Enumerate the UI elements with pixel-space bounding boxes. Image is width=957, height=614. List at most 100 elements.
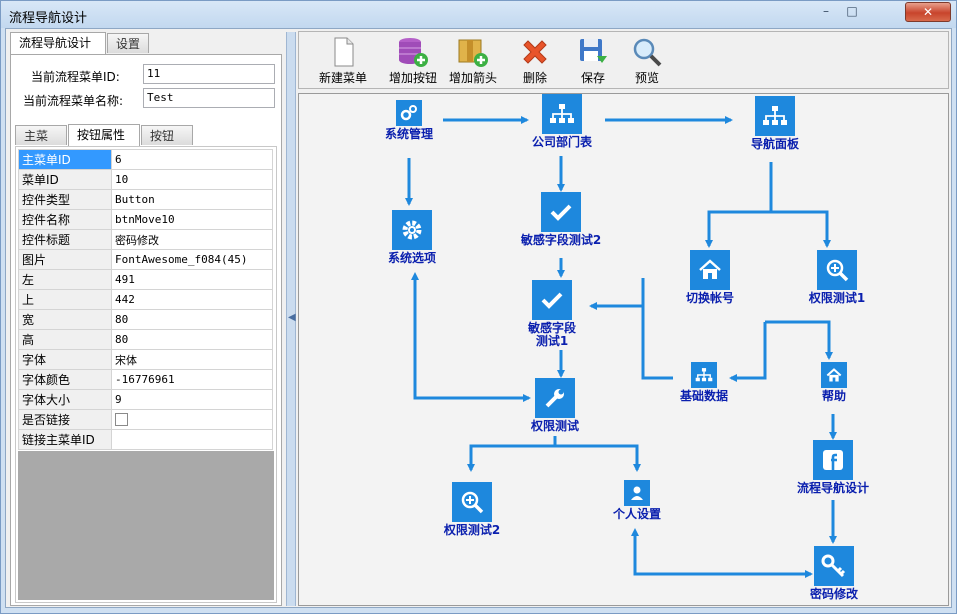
node-switch-account[interactable]: 切换帐号 [677,250,743,305]
cogs-icon [396,100,422,126]
property-row[interactable]: 链接主菜单ID [18,429,273,450]
node-sensitive2-label: 敏感字段测试2 [520,233,602,247]
property-value[interactable]: 442 [111,289,273,310]
property-key: 主菜单ID [18,149,112,170]
top-tabbar: 流程导航设计 设置 [10,32,282,55]
add-arrow-label: 增加箭头 [448,71,497,85]
tab-button-table[interactable]: 按钮表 [141,125,193,163]
tab-flow-design[interactable]: 流程导航设计 [10,32,106,54]
property-value[interactable]: btnMove10 [111,209,273,230]
property-key: 控件标题 [18,229,112,250]
property-row[interactable]: 控件标题密码修改 [18,229,273,250]
user-icon [624,480,650,506]
sitemap-icon [542,94,582,134]
property-row[interactable]: 字体宋体 [18,349,273,370]
property-value[interactable]: 密码修改 [111,229,273,250]
property-value[interactable]: 491 [111,269,273,290]
node-personal-label: 个人设置 [612,507,661,521]
is-link-checkbox[interactable] [115,413,128,427]
node-switch-account-label: 切换帐号 [685,291,734,305]
save-button[interactable]: 保存 [561,36,625,86]
wrench-icon [535,378,575,418]
arrow-switch-to-sens1 [589,278,645,310]
node-personal[interactable]: 个人设置 [609,480,665,521]
tab-settings[interactable]: 设置 [107,33,149,53]
property-key: 图片 [18,249,112,270]
node-nav-panel[interactable]: 导航面板 [739,96,811,151]
property-value[interactable]: 宋体 [111,349,273,370]
arrow-switch-to-basic [641,306,673,380]
minimize-button[interactable]: – [823,4,829,18]
zoom-in-icon [452,482,492,522]
box-add-icon [458,39,488,67]
preview-button[interactable]: 预览 [615,36,679,86]
arrow-perm-to-personal [555,444,641,472]
property-row[interactable]: 是否链接 [18,409,273,430]
sitemap-icon [691,362,717,388]
node-sys-options[interactable]: 系统选项 [381,210,443,265]
node-sensitive1[interactable]: 敏感字段 测试1 [521,280,583,348]
arrow-nav-to-perm1 [771,210,831,248]
splitter[interactable]: ◀ [286,32,296,606]
add-button-button[interactable]: 增加按钮 [381,36,445,86]
arrow-personal-to-pwd [631,528,813,578]
home-icon [690,250,730,290]
property-value[interactable]: 80 [111,329,273,350]
node-sensitive2[interactable]: 敏感字段测试2 [511,192,611,247]
tab-button-props[interactable]: 按钮属性 [68,124,140,146]
property-value[interactable]: Button [111,189,273,210]
cog-icon [392,210,432,250]
property-key: 字体颜色 [18,369,112,390]
sub-tabbar: 主菜单 按钮属性 按钮表 [15,124,277,163]
new-menu-button[interactable]: 新建菜单 [311,36,375,86]
node-pwd-change-label: 密码修改 [809,587,858,601]
arrow-perm1-to-basic [729,322,767,382]
collapse-arrow-icon[interactable]: ◀ [288,312,296,323]
property-value[interactable] [111,429,273,450]
node-basic-data-label: 基础数据 [679,389,728,403]
property-key: 高 [18,329,112,350]
menu-id-field[interactable]: 11 [143,64,275,84]
close-button[interactable]: ✕ [905,2,951,22]
node-basic-data[interactable]: 基础数据 [675,362,733,403]
node-pwd-change[interactable]: 密码修改 [801,546,867,601]
property-value[interactable] [111,409,273,430]
node-perm-test[interactable]: 权限测试 [525,378,585,433]
property-value[interactable]: 80 [111,309,273,330]
node-help[interactable]: 帮助 [815,362,853,403]
property-value[interactable]: 10 [111,169,273,190]
node-sys-manage[interactable]: 系统管理 [377,100,441,141]
menu-id-label: 当前流程菜单ID: [31,70,120,84]
property-value[interactable]: 6 [111,149,273,170]
node-perm-test1-label: 权限测试1 [808,291,866,305]
node-perm-test2-label: 权限测试2 [443,523,501,537]
property-value[interactable]: -16776961 [111,369,273,390]
tab-main-menu[interactable]: 主菜单 [15,125,67,163]
node-dept-table[interactable]: 公司部门表 [521,94,603,149]
add-arrow-button[interactable]: 增加箭头 [441,36,505,86]
node-perm-test2[interactable]: 权限测试2 [439,482,505,537]
property-value[interactable]: FontAwesome_f084(45) [111,249,273,270]
maximize-button[interactable]: □ [846,4,858,18]
property-row[interactable]: 字体颜色-16776961 [18,369,273,390]
node-perm-test1[interactable]: 权限测试1 [799,250,875,305]
menu-name-field[interactable]: Test [143,88,275,108]
property-key: 字体大小 [18,389,112,410]
node-sensitive1-label-line1: 敏感字段 [527,321,576,335]
node-flow-design[interactable]: 流程导航设计 [791,440,875,495]
property-value[interactable]: 9 [111,389,273,410]
zoom-in-icon [817,250,857,290]
delete-button[interactable]: 删除 [503,36,567,86]
